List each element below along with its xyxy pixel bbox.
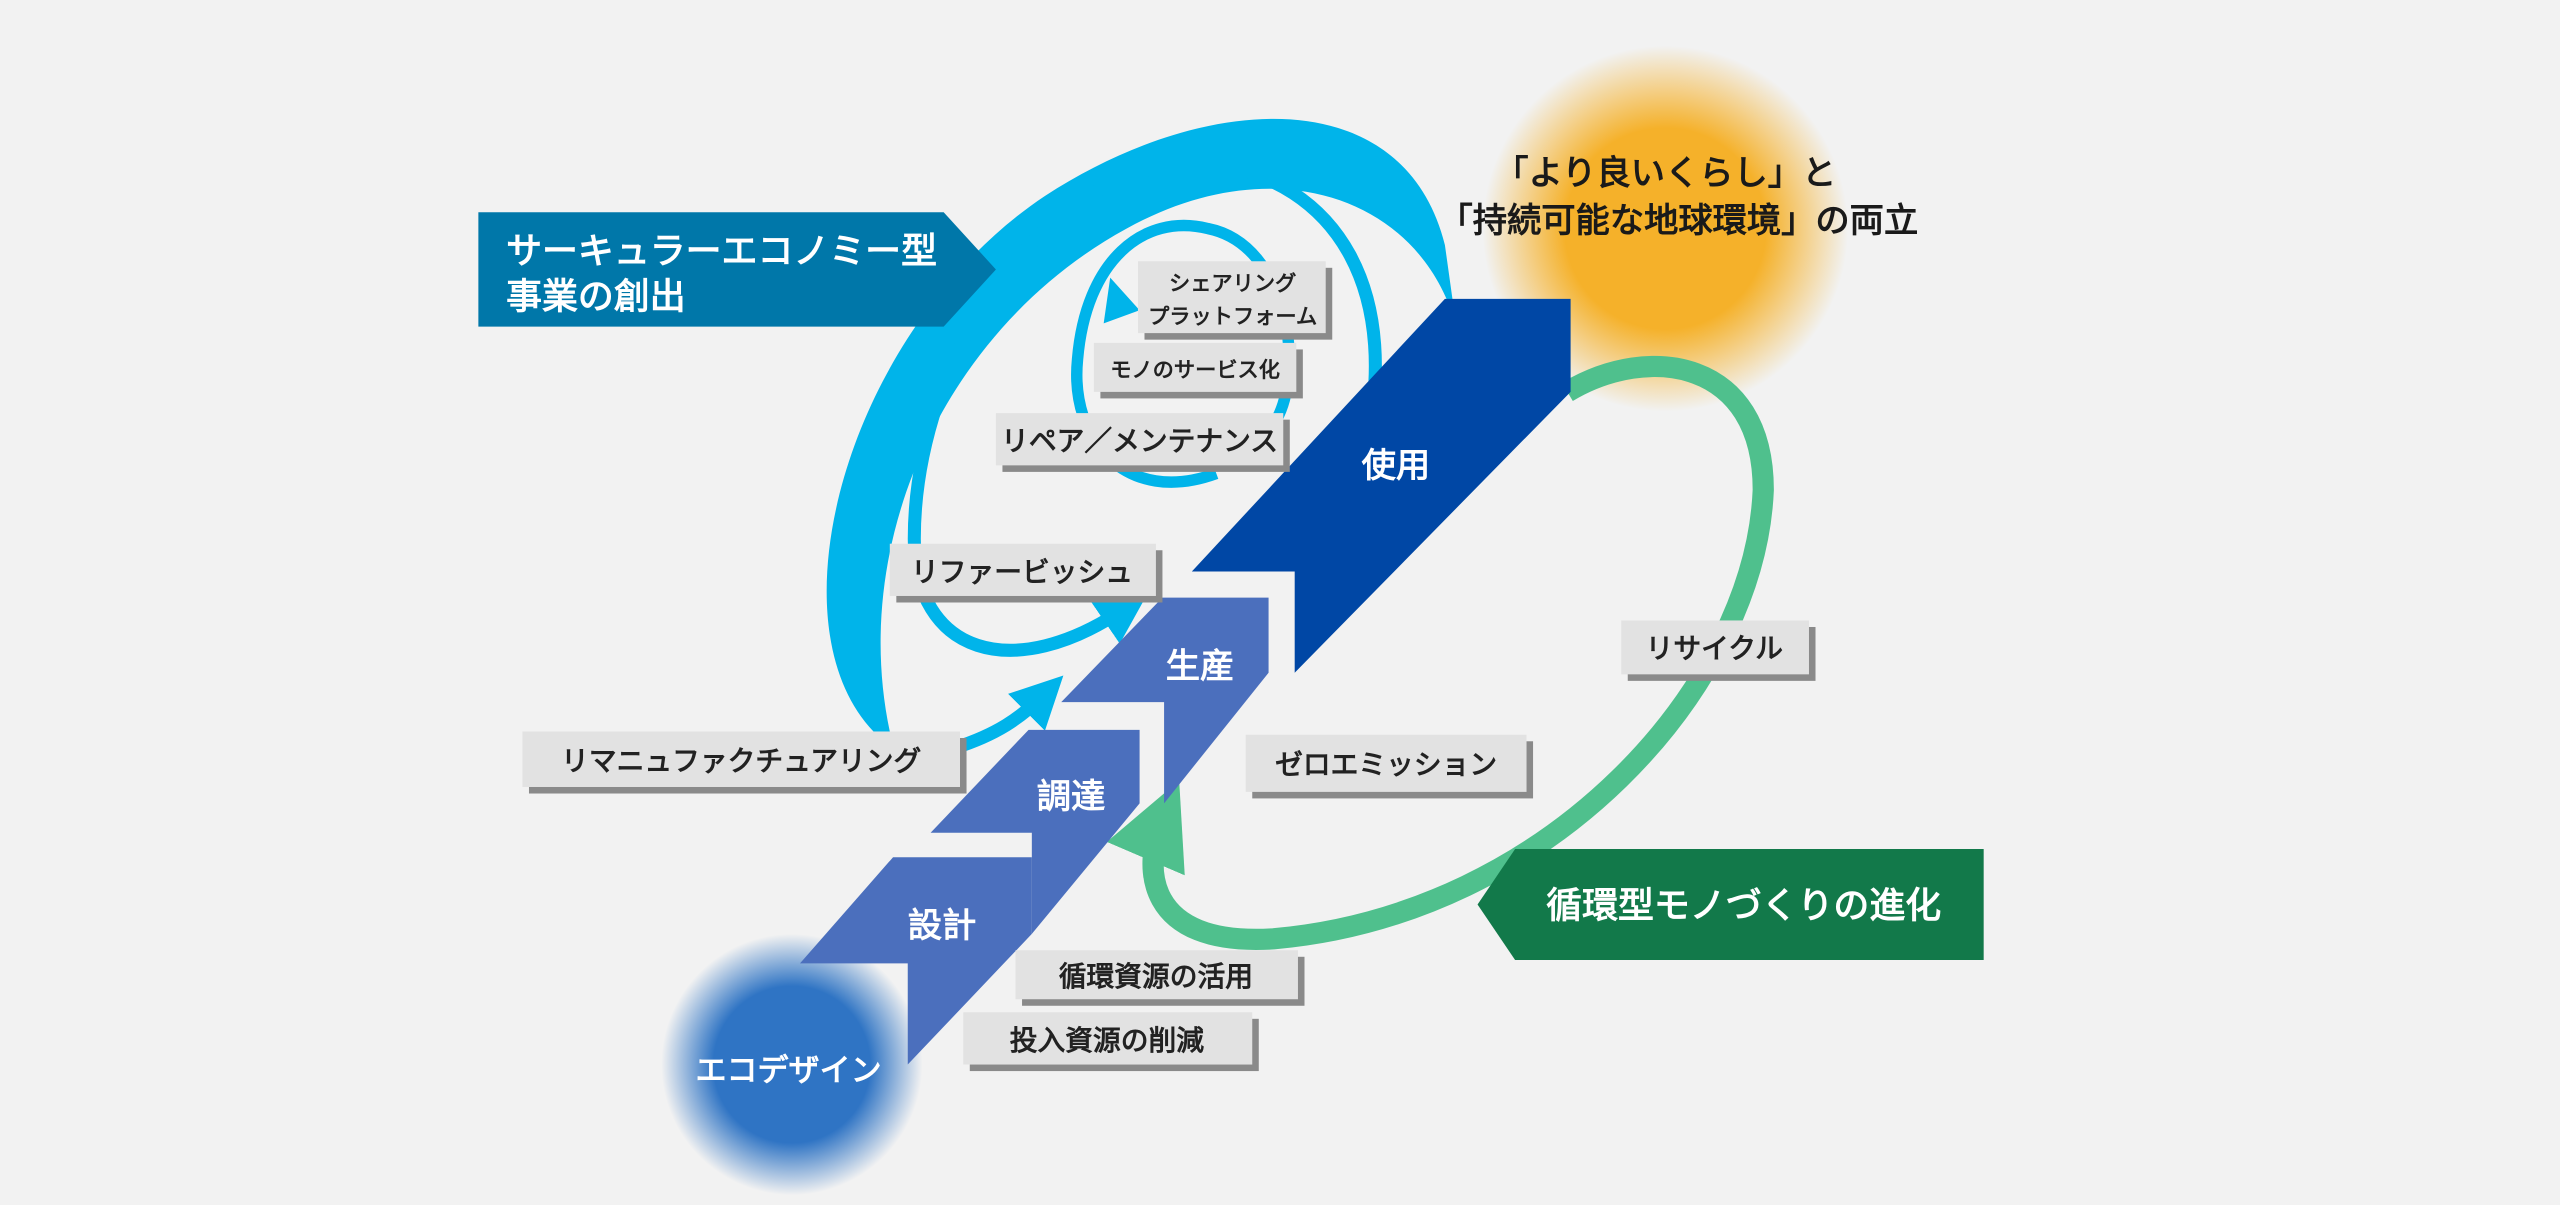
inner-loop-arrowhead <box>1103 277 1140 324</box>
middle-cyan-loop <box>907 156 1382 657</box>
svg-text:プラットフォーム: プラットフォーム <box>1148 304 1317 329</box>
eco-design-circle <box>661 933 923 1196</box>
evolution-label: 循環型モノづくりの進化 <box>1546 886 1941 927</box>
label-circular-resources: 循環資源の活用 <box>1015 950 1305 1006</box>
svg-text:リマニュファクチュアリング: リマニュファクチュアリング <box>561 745 921 778</box>
svg-text:シェアリング: シェアリング <box>1169 271 1296 297</box>
stage-use-label: 使用 <box>1361 446 1431 486</box>
green-recycle-loop <box>1106 355 1774 950</box>
label-repair-maintenance: リペア／メンテナンス <box>995 413 1290 472</box>
goal-line-2: 「持続可能な地球環境」の両立 <box>1439 201 1919 241</box>
circular-economy-banner <box>478 212 996 327</box>
stage-procurement-label: 調達 <box>1037 777 1106 817</box>
eco-design-label: エコデザイン <box>696 1053 882 1089</box>
stage-design <box>800 857 1032 1065</box>
stage-production <box>1061 597 1269 804</box>
svg-text:リファービッシュ: リファービッシュ <box>911 555 1133 588</box>
label-recycle: リサイクル <box>1621 620 1816 681</box>
label-refurbish: リファービッシュ <box>889 543 1163 603</box>
label-input-reduction: 投入資源の削減 <box>963 1012 1259 1072</box>
svg-text:ゼロエミッション: ゼロエミッション <box>1275 748 1497 781</box>
label-zero-emission: ゼロエミッション <box>1245 734 1534 799</box>
label-servitization: モノのサービス化 <box>1093 342 1303 399</box>
label-remanufacturing: リマニュファクチュアリング <box>522 731 967 794</box>
svg-text:リサイクル: リサイクル <box>1646 632 1784 665</box>
svg-text:モノのサービス化: モノのサービス化 <box>1110 357 1280 383</box>
circular-economy-line-2: 事業の創出 <box>506 277 686 318</box>
stage-design-label: 設計 <box>908 906 977 946</box>
stage-use <box>1191 298 1571 673</box>
goal-line-1: 「より良いくらし」と <box>1494 154 1836 194</box>
svg-text:循環資源の活用: 循環資源の活用 <box>1059 960 1253 993</box>
stage-production-label: 生産 <box>1166 647 1235 687</box>
evolution-banner <box>1477 849 1984 961</box>
remanufacturing-arrow <box>953 675 1064 755</box>
circular-economy-line-1: サーキュラーエコノミー型 <box>506 231 937 272</box>
stage-procurement <box>930 729 1140 934</box>
label-sharing-platform: シェアリング プラットフォーム <box>1137 261 1333 340</box>
svg-text:リペア／メンテナンス: リペア／メンテナンス <box>1001 425 1278 458</box>
goal-sun <box>1482 45 1849 412</box>
svg-text:投入資源の削減: 投入資源の削減 <box>1010 1024 1205 1057</box>
